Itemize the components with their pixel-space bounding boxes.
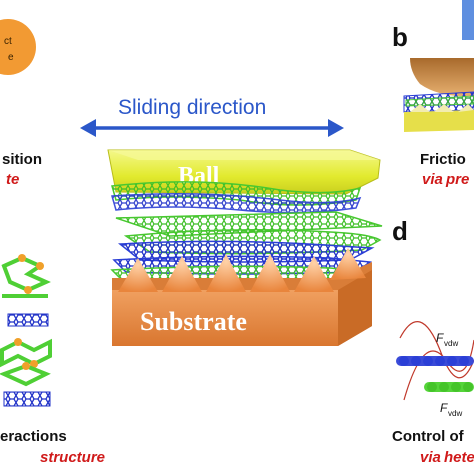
caption-a-line2: te [6, 171, 19, 188]
sliding-arrow [80, 119, 344, 137]
panel-b: b Frictio via pre [392, 0, 474, 188]
substrate-cones [118, 248, 366, 292]
molecular-stack-4 [3, 391, 51, 407]
caption-c-line1: eractions [0, 428, 67, 445]
panel-d-caption-rest: hete [444, 449, 474, 466]
force-label-bottom: F [440, 401, 448, 415]
substrate-block [112, 248, 372, 346]
green-atom-chain [424, 382, 474, 392]
panel-b-substrate [404, 110, 474, 132]
panel-b-caption-via: via [422, 171, 443, 188]
force-curve-1 [399, 321, 474, 379]
panel-d-caption-line1: Control of [392, 428, 465, 445]
caption-c-line2: structure [40, 449, 105, 466]
badge-line1: ct [4, 36, 12, 47]
molecular-stack-1 [1, 254, 51, 298]
pressure-arrow [462, 0, 474, 40]
panel-b-letter: b [392, 22, 408, 52]
panel-b-caption-line1: Frictio [420, 151, 466, 168]
sliding-direction-label: Sliding direction [118, 96, 266, 119]
panel-b-caption-rest: pre [445, 171, 469, 188]
molecular-stack-3 [0, 338, 52, 387]
badge-circle [0, 19, 36, 75]
force-label-top: F [436, 331, 444, 345]
substrate-label: Substrate [140, 307, 247, 336]
force-label-bottom-sub: vdw [448, 409, 462, 418]
panel-d-caption-via: via [420, 449, 441, 466]
ball-bowl [410, 58, 474, 97]
left-panel: ct e sition te eractions structure [0, 19, 105, 466]
upper-2d-layer [111, 181, 362, 214]
panel-d-letter: d [392, 216, 408, 246]
force-label-top-sub: vdw [444, 339, 458, 348]
middle-2d-layers [115, 211, 383, 263]
panel-d: d F vdw F vdw Control of via hete [392, 216, 474, 466]
molecular-stack-2 [7, 313, 49, 327]
caption-a-line1: sition [2, 151, 42, 168]
badge-line2: e [8, 52, 14, 63]
center-schematic: Sliding direction Ball [80, 96, 383, 346]
blue-atom-chain [396, 356, 474, 366]
